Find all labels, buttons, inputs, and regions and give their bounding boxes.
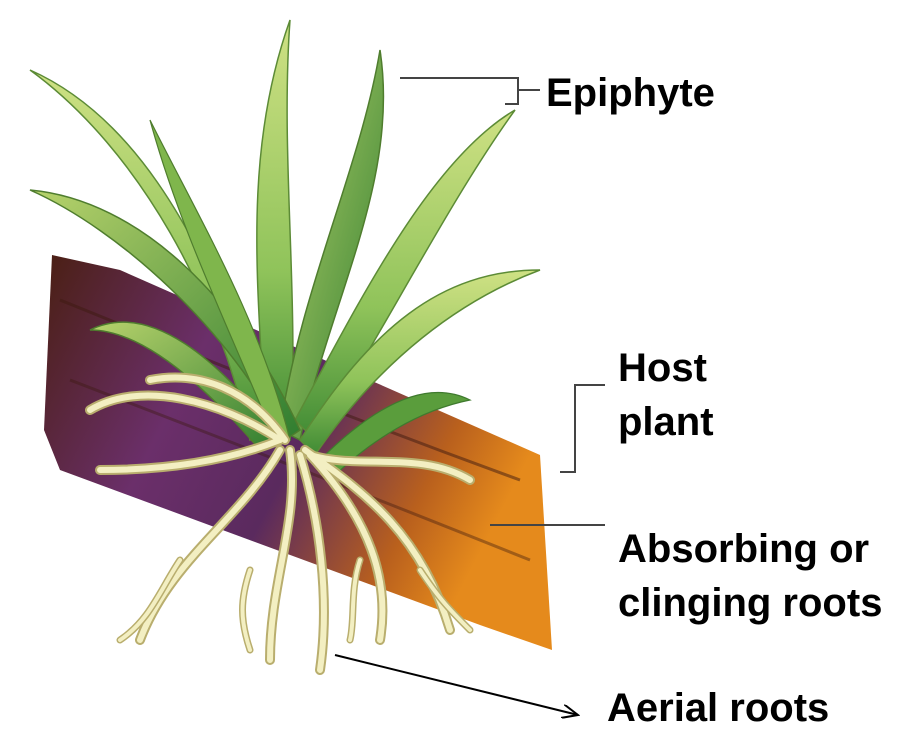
label-epiphyte: Epiphyte (546, 66, 715, 120)
epiphyte-leader (400, 78, 540, 104)
aerial-roots-arrow (335, 655, 578, 715)
label-absorbing-roots-line1: Absorbing or (618, 522, 882, 576)
label-absorbing-roots-line2: clinging roots (618, 576, 882, 630)
label-absorbing-roots: Absorbing or clinging roots (618, 522, 882, 630)
label-host-plant: Host plant (618, 341, 714, 449)
label-aerial-roots: Aerial roots (607, 681, 829, 735)
label-host-plant-line1: Host (618, 341, 714, 395)
label-host-plant-line2: plant (618, 395, 714, 449)
host-plant-leader (560, 385, 605, 472)
